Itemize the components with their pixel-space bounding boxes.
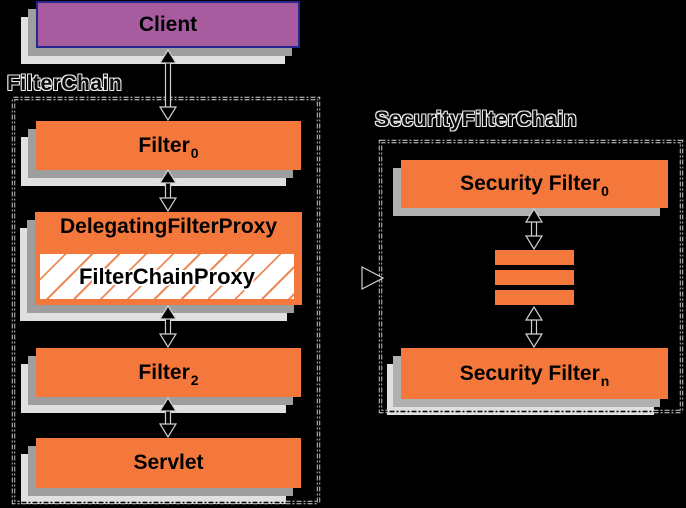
filter0-label: Filter (138, 133, 190, 157)
delegation-arrowhead-icon (361, 266, 385, 290)
filter-placeholder-bar (495, 250, 574, 265)
client-box: Client (36, 1, 300, 48)
security-filter0-label: Security Filter (460, 172, 601, 195)
filterchain-title: FilterChain (7, 72, 123, 95)
servlet-label: Servlet (133, 451, 204, 474)
client-label: Client (138, 12, 198, 36)
filter-chain-proxy-label: FilterChainProxy (78, 263, 256, 289)
delegating-filter-proxy-label: DelegatingFilterProxy (59, 215, 278, 238)
security-filtern-subscript: n (600, 372, 610, 389)
filter-chain-proxy-box: FilterChainProxy (38, 252, 296, 301)
filter-placeholder-bar (495, 270, 574, 285)
filter2-label: Filter (138, 360, 190, 384)
securityfilterchain-title: SecurityFilterChain (375, 108, 578, 131)
filter0-subscript: 0 (190, 144, 199, 161)
filter2-subscript: 2 (190, 371, 199, 388)
double-arrow-bars-sfn (524, 305, 544, 349)
security-filtern-label: Security Filter (459, 361, 600, 385)
security-filter0-subscript: 0 (601, 183, 609, 199)
filter-placeholder-bar (495, 290, 574, 305)
servlet-box: Servlet (36, 438, 301, 488)
